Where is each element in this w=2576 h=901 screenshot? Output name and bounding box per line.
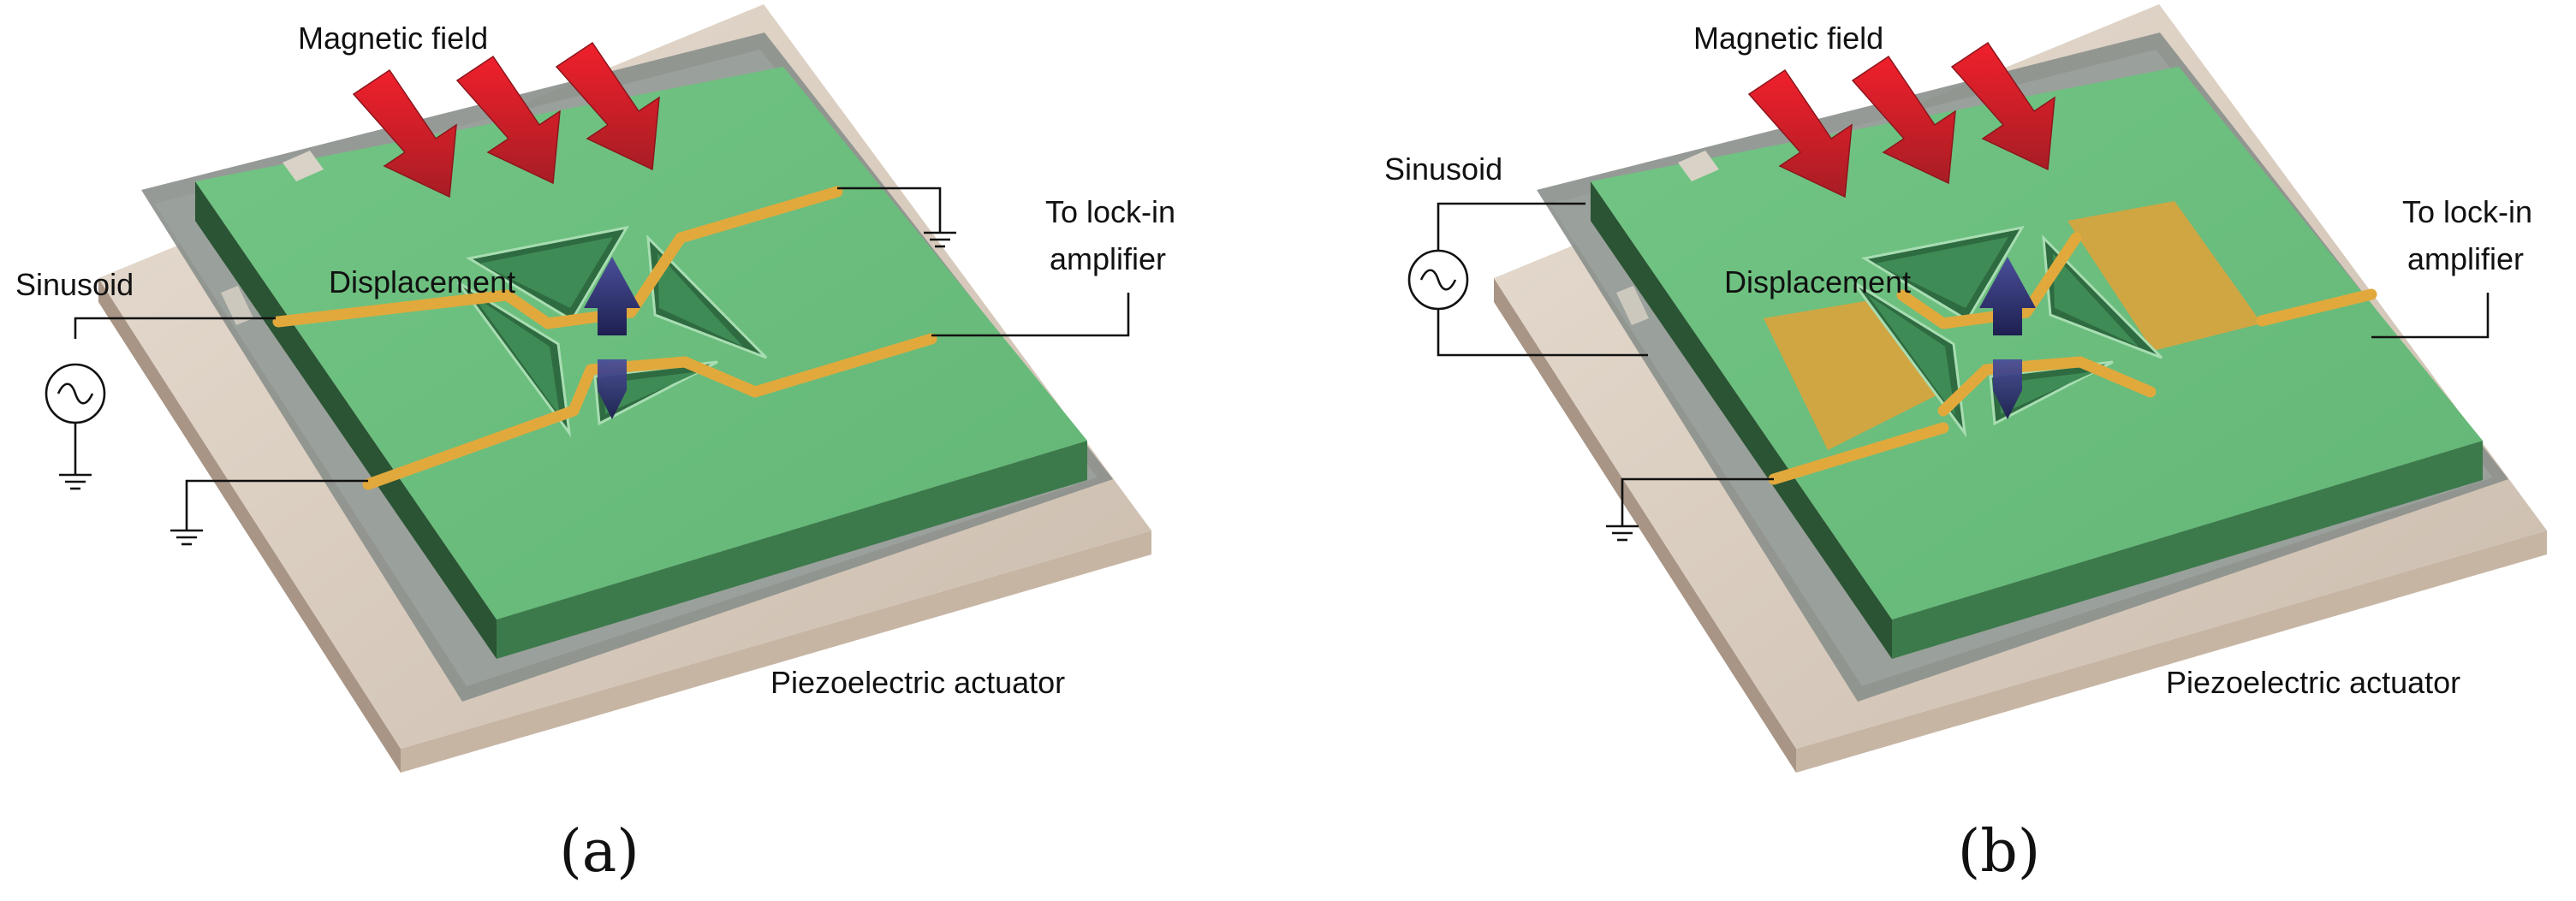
lock-in-wire-a (931, 293, 1130, 337)
ground-icon (1604, 525, 1640, 542)
gold-trace-upper-a (272, 186, 843, 329)
magnetic-field-label-b: Magnetic field (1693, 21, 1883, 56)
ground-icon (169, 529, 205, 546)
actuator-label-b: Piezoelectric actuator (2166, 665, 2460, 700)
sinusoid-wire-b-top (1437, 202, 1585, 251)
lock-in-label-b: To lock-in (2402, 194, 2532, 229)
gold-pad-right-b (2067, 201, 2262, 351)
amplifier-label-a: amplifier (1050, 241, 1166, 276)
lock-in-wire-b (2371, 293, 2490, 339)
actuator-label-a: Piezoelectric actuator (770, 665, 1065, 700)
magnetic-field-label-a: Magnetic field (298, 21, 488, 56)
piezo-chip-b (1494, 4, 2547, 773)
piezo-chip-a (98, 4, 1151, 773)
displacement-arrow-icon (584, 257, 640, 419)
sinusoid-wire-b-bottom (1437, 309, 1648, 357)
ground-wire-lower-a (185, 479, 368, 531)
amplifier-label-b: amplifier (2407, 241, 2524, 276)
ground-icon (57, 473, 93, 490)
panel-caption-b: (b) (1958, 818, 2041, 886)
displacement-label-a: Displacement (329, 264, 515, 299)
panel-a: Magnetic field Sinusoid Displacement To … (15, 4, 1175, 886)
panel-b: Magnetic field Sinusoid Displacement To … (1384, 4, 2547, 886)
sinusoid-source-icon (45, 363, 106, 424)
gold-trace-out-b (2256, 288, 2377, 327)
sinusoid-wire-a (74, 317, 276, 339)
displacement-arrow-icon (1979, 257, 2036, 419)
lock-in-label-a: To lock-in (1045, 194, 1175, 229)
panel-caption-a: (a) (559, 818, 640, 886)
gold-trace-lower-b (1768, 422, 1949, 485)
ground-wire-upper-a (837, 187, 942, 233)
sinusoid-label-a: Sinusoid (15, 267, 134, 302)
gold-trace-lower-a (362, 333, 937, 490)
sinusoid-label-b: Sinusoid (1384, 151, 1502, 187)
sinusoid-source-icon (1407, 249, 1469, 311)
ground-wire-b (1621, 477, 1774, 526)
displacement-label-b: Displacement (1724, 264, 1911, 299)
